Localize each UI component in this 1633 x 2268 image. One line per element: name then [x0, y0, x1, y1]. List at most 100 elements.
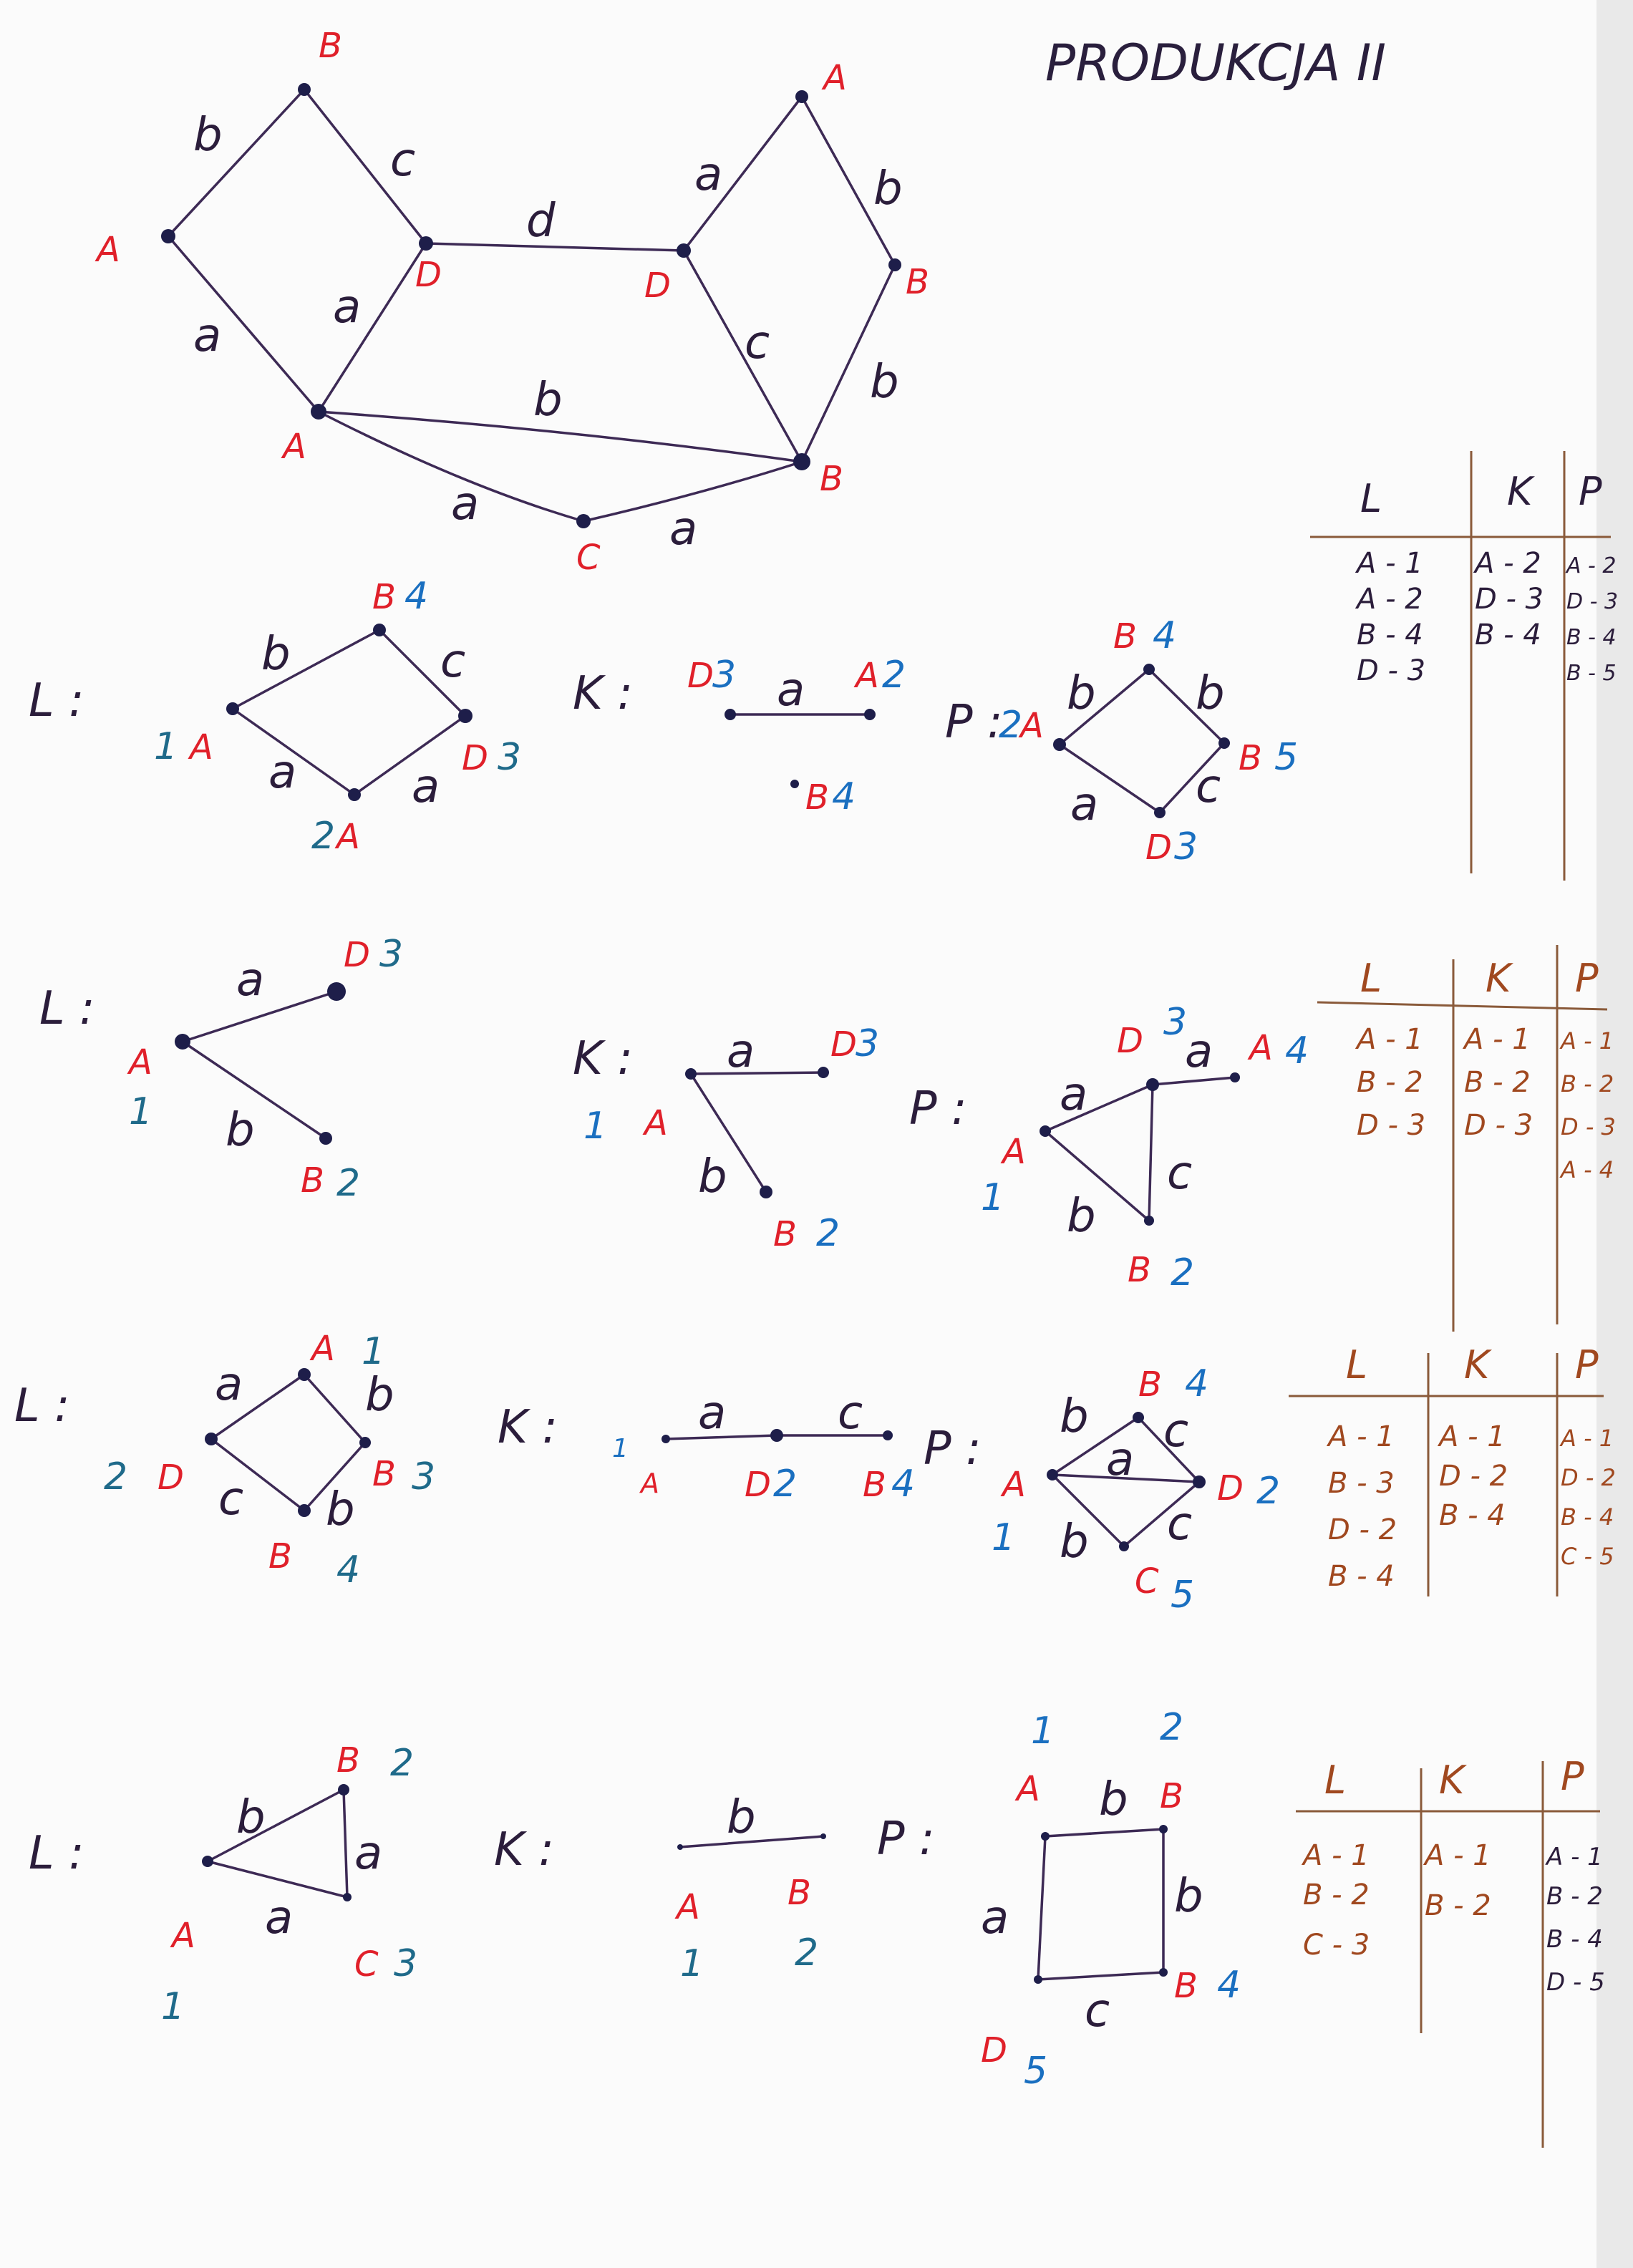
p1-table-k-0: A - 2 — [1473, 547, 1541, 580]
p2-l-label-3: B — [301, 1160, 324, 1201]
p1-table-k-1: D - 3 — [1475, 583, 1544, 616]
p4-p-edge-label-1: b — [1099, 1773, 1128, 1826]
p2-k-node-3 — [760, 1186, 772, 1198]
main-node-a1 — [161, 229, 175, 243]
p2-l-node-1 — [175, 1034, 190, 1050]
p2-p-edge-label-2: a — [1185, 1025, 1213, 1078]
p3-table-p-2: B - 4 — [1561, 1503, 1614, 1531]
p2-k-label-2: D — [830, 1024, 857, 1065]
p4-k-label-1: A — [674, 1887, 700, 1927]
p1-p-label-1: A — [1018, 706, 1044, 746]
p4-l-node-2 — [338, 1784, 349, 1796]
p1-p-edge-label-4: c — [1196, 760, 1221, 813]
main-edge-label-9: a — [694, 148, 722, 201]
p4-p-num-3: 4 — [1217, 1964, 1241, 2007]
p4-p-edge-label-3: a — [981, 1891, 1009, 1944]
main-label-b3: B — [820, 459, 843, 499]
p2-p-num-4: 2 — [1171, 1251, 1194, 1294]
p1-l-node-1 — [226, 702, 239, 715]
p4-table-p-2: B - 4 — [1546, 1925, 1603, 1954]
p3-table-k-1: D - 2 — [1439, 1460, 1508, 1493]
p2-k-num-2: 3 — [856, 1022, 879, 1065]
p4-l-node-1 — [202, 1856, 213, 1867]
p1-k-node-3 — [790, 780, 799, 788]
p4-p-edge-3 — [1037, 1835, 1047, 1981]
p2-p-edge-label-1: a — [1060, 1068, 1087, 1121]
main-edge-label-5: d — [526, 195, 556, 248]
p1-l-marker: L : — [29, 674, 84, 727]
p4-k-edge-label-1: b — [727, 1791, 756, 1844]
main-label-a1: A — [95, 230, 120, 270]
p3-table-p-3: C - 5 — [1561, 1543, 1614, 1570]
p1-l-label-2: A — [334, 817, 360, 857]
p2-p-edge-4 — [1148, 1083, 1154, 1222]
p1-k-node-1 — [725, 709, 736, 720]
p4-l-edge-label-2: a — [354, 1827, 382, 1880]
main-node-b1 — [298, 83, 311, 96]
p3-l-label-1: A — [309, 1329, 335, 1369]
p2-p-marker: P : — [909, 1082, 967, 1135]
p2-k-node-2 — [818, 1067, 829, 1078]
p4-p-label-4: D — [981, 2030, 1007, 2070]
p3-p-node-1 — [1047, 1469, 1058, 1480]
p2-k-edge-2 — [689, 1072, 767, 1193]
p1-p-edge-4 — [1158, 742, 1226, 814]
p1-table-head-l: L — [1360, 476, 1382, 521]
p2-k-edge-label-2: b — [698, 1150, 727, 1203]
p4-table-head-p: P — [1561, 1754, 1584, 1799]
p4-p-label-2: B — [1160, 1776, 1183, 1816]
p1-l-edge-2 — [378, 629, 467, 717]
p3-k-edge-label-1: a — [698, 1387, 726, 1440]
p4-l-edge-3 — [206, 1860, 349, 1899]
p4-table-k-1: B - 2 — [1425, 1889, 1491, 1922]
p4-p-node-2 — [1159, 1825, 1168, 1833]
p1-p-label-2: B — [1113, 616, 1137, 656]
p1-p-node-1 — [1053, 738, 1066, 751]
p4-l-edge-label-3: a — [265, 1891, 293, 1944]
main-node-b3 — [793, 453, 810, 470]
p3-p-label-1: A — [1000, 1465, 1026, 1505]
p3-p-edge-2 — [1137, 1416, 1201, 1483]
p3-p-edge-label-5: c — [1167, 1498, 1192, 1551]
p3-k-node-3 — [883, 1430, 893, 1440]
p2-l-edge-2 — [181, 1040, 327, 1140]
p3-l-edge-label-4: b — [326, 1483, 355, 1536]
p1-table: L K P A - 1 A - 2 B - 4 D - 3 A - 2 D - … — [1310, 451, 1618, 881]
page-title: PRODUKCJA II — [1045, 34, 1386, 92]
p3-k-edge-label-2: c — [838, 1387, 863, 1440]
p1-table-p-0: A - 2 — [1565, 553, 1617, 578]
p1-l-edge-1 — [231, 629, 381, 710]
p4-table-l-0: A - 1 — [1301, 1839, 1370, 1872]
p1-l-edge-4 — [353, 714, 467, 796]
p1-table-k-2: B - 4 — [1475, 619, 1541, 651]
p3-l-node-2 — [205, 1433, 218, 1445]
p4-p-edge-4 — [1037, 1971, 1165, 1981]
p3-k-num-2: 2 — [773, 1463, 797, 1506]
p4-l-edge-2 — [342, 1788, 349, 1899]
p3-table-l-3: B - 4 — [1328, 1560, 1395, 1593]
p3-k-edge-1 — [664, 1434, 778, 1440]
p2-k-edge-label-1: a — [727, 1025, 755, 1078]
production-1: L : b c a a 1 A 2 A D 3 B 4 K : a D 3 A … — [29, 451, 1618, 881]
p3-p-num-3: 2 — [1256, 1470, 1280, 1513]
p4-k-edge-1 — [679, 1835, 825, 1848]
p3-p-edge-label-4: b — [1060, 1516, 1089, 1569]
p1-l-label-3: D — [462, 738, 488, 778]
p2-table-p-2: D - 3 — [1561, 1113, 1616, 1140]
p3-l-num-3: 3 — [412, 1455, 435, 1498]
p3-table-p-1: D - 2 — [1561, 1464, 1616, 1491]
p3-table-k-2: B - 4 — [1439, 1499, 1506, 1532]
p3-l-num-1: 1 — [362, 1330, 385, 1373]
p3-l-node-1 — [298, 1368, 311, 1381]
p2-table-l-1: B - 2 — [1357, 1066, 1423, 1099]
p1-p-marker: P : — [945, 696, 1003, 749]
main-label-d2: D — [644, 266, 671, 306]
p1-p-edge-3 — [1058, 743, 1161, 814]
p2-table-head-p: P — [1575, 956, 1599, 1001]
p3-k-label-3: B — [863, 1465, 886, 1505]
p2-p-num-3: 4 — [1285, 1029, 1309, 1072]
p2-l-num-2: 3 — [379, 933, 403, 976]
p2-p-edge-1 — [1044, 1083, 1154, 1133]
p2-l-num-1: 1 — [129, 1090, 152, 1133]
p1-p-edge-2 — [1148, 668, 1226, 745]
